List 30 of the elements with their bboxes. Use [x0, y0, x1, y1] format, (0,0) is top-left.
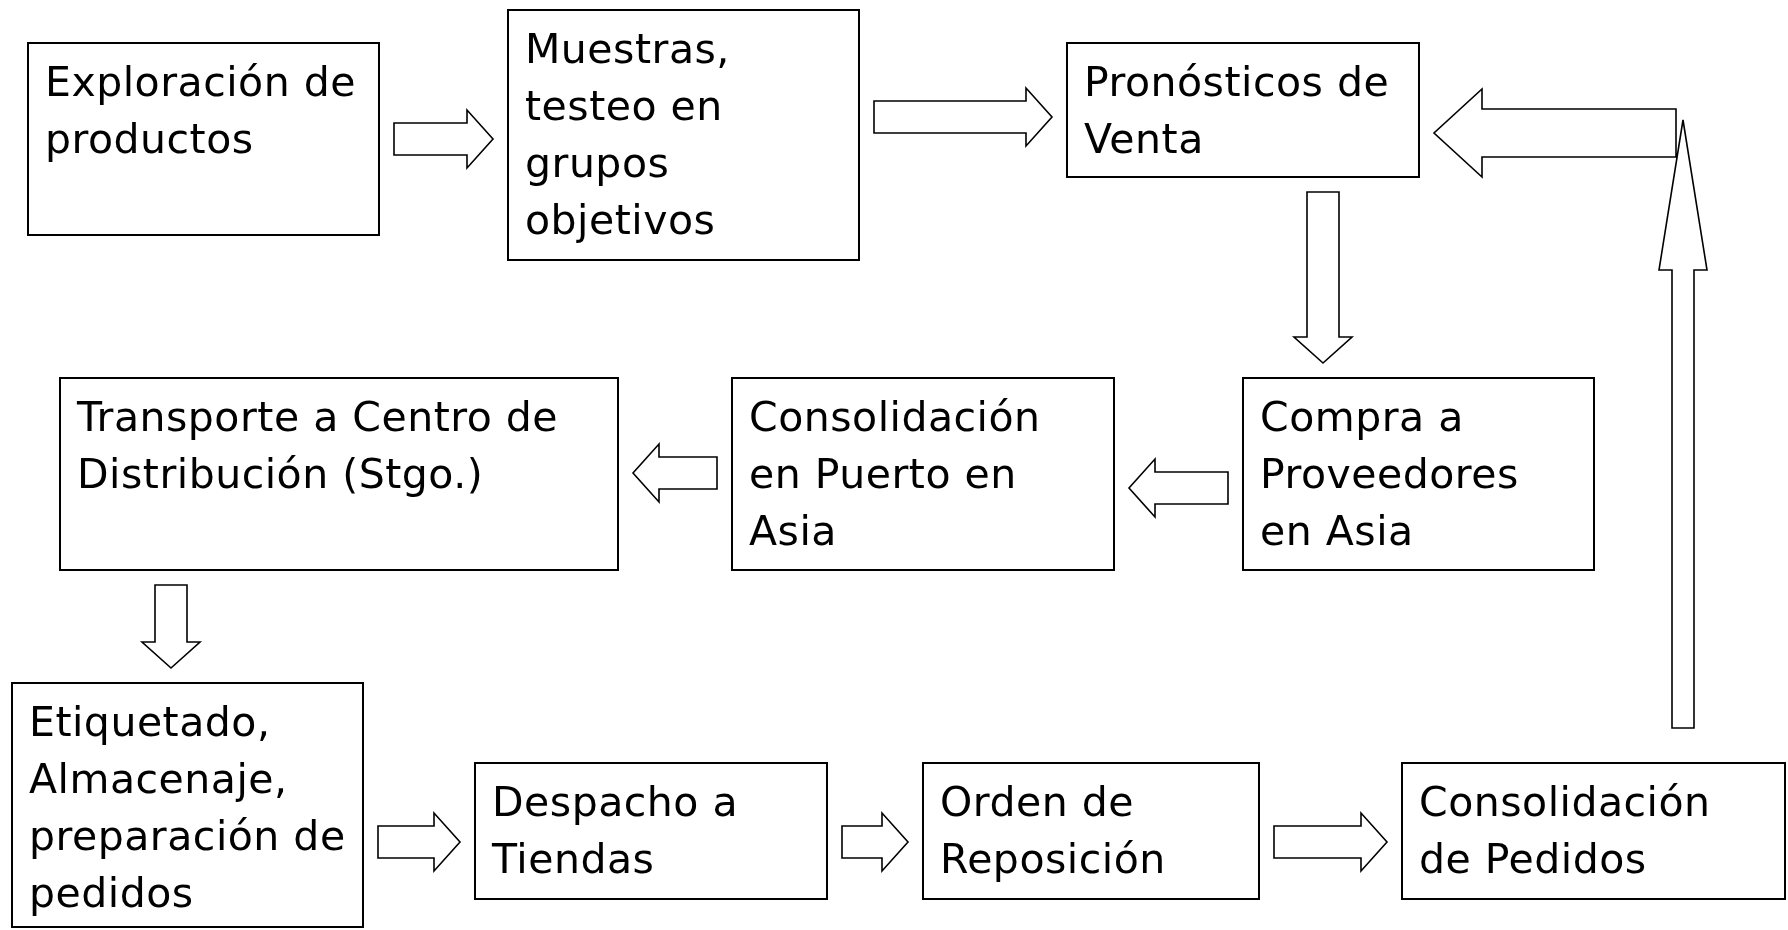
- block-arrow: [1291, 191, 1355, 365]
- process-box: [1066, 42, 1420, 178]
- block-arrow: [393, 107, 495, 171]
- box-label: Compra a Proveedores en Asia: [1260, 392, 1520, 557]
- box-label: Consolidación en Puerto en Asia: [749, 392, 1042, 557]
- block-arrow: [139, 584, 203, 670]
- box-label: Despacho a Tiendas: [492, 777, 740, 885]
- process-box: [474, 762, 828, 900]
- process-box: [1401, 762, 1786, 900]
- block-arrow: [1432, 87, 1708, 729]
- process-box: [1242, 377, 1595, 571]
- process-box: [922, 762, 1260, 900]
- box-label: Orden de Reposición: [940, 777, 1167, 885]
- box-label: Muestras, testeo en grupos objetivos: [525, 24, 731, 246]
- block-arrow: [873, 85, 1054, 149]
- process-box: [507, 9, 860, 261]
- box-label: Exploración de productos: [45, 57, 357, 165]
- block-arrow: [631, 441, 718, 505]
- block-arrow: [1127, 456, 1229, 520]
- box-label: Etiquetado, Almacenaje, preparación de pedidos: [29, 697, 346, 919]
- box-label: Consolidación de Pedidos: [1419, 777, 1712, 885]
- block-arrow: [377, 810, 462, 874]
- process-box: [27, 42, 380, 236]
- box-label: Pronósticos de Venta: [1084, 57, 1391, 165]
- block-arrow: [1273, 810, 1389, 874]
- process-box: [59, 377, 619, 571]
- process-box: [11, 682, 364, 928]
- process-box: [731, 377, 1115, 571]
- box-label: Transporte a Centro de Distribución (Stgo.): [77, 392, 560, 500]
- block-arrow: [841, 810, 910, 874]
